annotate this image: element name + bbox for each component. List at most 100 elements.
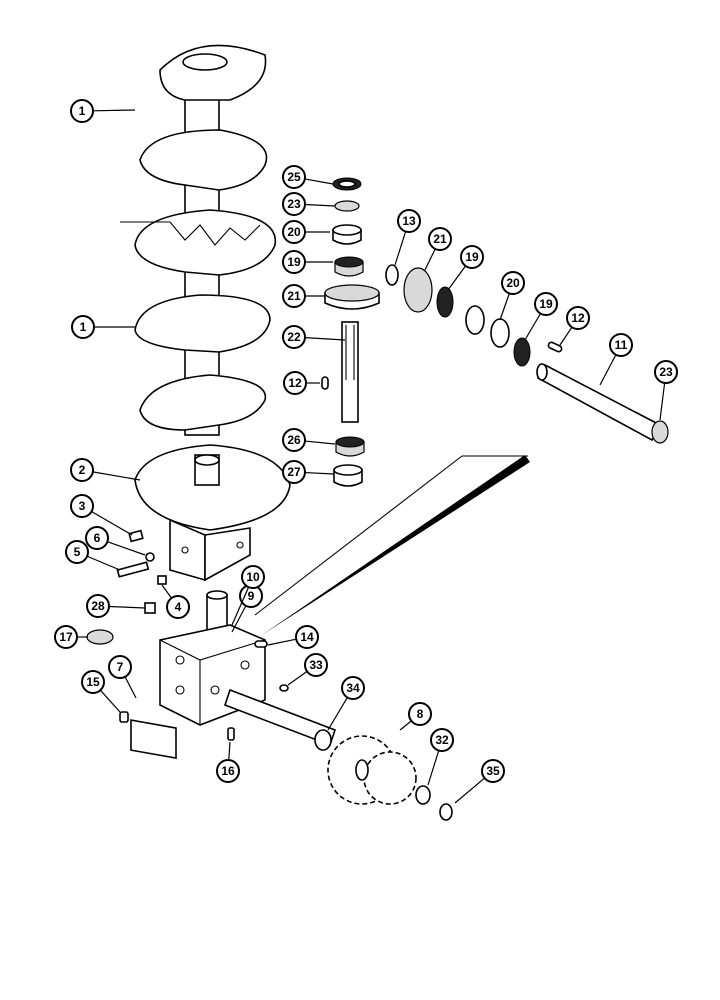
callout-12: 12 [559, 306, 590, 346]
callout-leader-line [499, 293, 510, 321]
disc-hub-top [194, 454, 220, 466]
projection-wedge [262, 455, 530, 635]
callout-number: 1 [79, 104, 86, 118]
callout-33: 33 [287, 653, 328, 686]
housing-bolt [175, 685, 185, 695]
pin-15 [119, 711, 129, 723]
callout-number: 27 [287, 465, 301, 479]
key-12b [547, 341, 563, 353]
callout-number: 13 [402, 214, 416, 228]
callout-leader-line [424, 248, 436, 271]
callout-19: 19 [524, 292, 558, 341]
callout-circle [304, 653, 328, 677]
bolt-3 [128, 529, 144, 543]
callout-circle [408, 702, 432, 726]
gear-21-top [324, 284, 380, 302]
callout-34: 34 [327, 676, 365, 731]
callout-14: 14 [267, 625, 319, 649]
callout-leader-line [454, 777, 485, 804]
callout-circle [428, 227, 452, 251]
cup-20b-1 [465, 305, 485, 335]
callout-20: 20 [282, 220, 330, 244]
callout-number: 21 [433, 232, 447, 246]
callout-circle [282, 460, 306, 484]
callout-leader-line [228, 741, 231, 761]
callout-number: 26 [287, 433, 301, 447]
cup-20b-2 [490, 318, 510, 348]
callout-leader-line [107, 541, 146, 556]
bearing-19c [513, 337, 531, 367]
callout-circle [65, 540, 89, 564]
callout-circle [282, 220, 306, 244]
callout-13: 13 [394, 209, 421, 266]
callout-circle [534, 292, 558, 316]
bolt-5 [116, 561, 150, 578]
shaft-11-end [536, 363, 548, 381]
callout-leader-line [92, 109, 136, 112]
shaft-11 [536, 363, 662, 442]
cup-23 [334, 200, 360, 212]
callout-circle [166, 595, 190, 619]
callout-circle [282, 192, 306, 216]
detail-projection-lines [254, 455, 530, 635]
callout-25: 25 [282, 165, 334, 189]
ring-35 [439, 803, 453, 821]
callout-15: 15 [81, 670, 121, 713]
callout-circle [283, 371, 307, 395]
callout-number: 3 [79, 499, 86, 513]
horizontal-shaft-parts [385, 264, 669, 444]
callout-number: 7 [117, 660, 124, 674]
auger-shaft-top [182, 53, 228, 71]
callout-8: 8 [399, 702, 432, 731]
callout-number: 12 [288, 376, 302, 390]
callout-1: 1 [70, 99, 136, 123]
callout-number: 21 [287, 289, 301, 303]
callout-circle [282, 165, 306, 189]
callout-2: 2 [70, 458, 141, 482]
callout-leader-line [447, 265, 467, 291]
callout-number: 19 [287, 255, 301, 269]
housing-bolt [210, 685, 220, 695]
seal-25-inner [338, 180, 356, 188]
callout-number: 19 [465, 250, 479, 264]
auger-flight-4 [134, 294, 271, 353]
callout-number: 23 [287, 197, 301, 211]
auger-flight-3 [134, 209, 277, 276]
callout-circle [282, 325, 306, 349]
callout-circle [609, 333, 633, 357]
callout-leader-line [124, 676, 137, 699]
bearing-26-top [335, 436, 365, 448]
pin-14 [254, 640, 268, 648]
callout-19: 19 [447, 245, 484, 291]
cup-27-top [333, 464, 363, 476]
callout-circle [70, 458, 94, 482]
callout-11: 11 [599, 333, 633, 386]
callout-circle [501, 271, 525, 295]
gear-21b [403, 267, 433, 313]
callout-1: 1 [71, 315, 135, 339]
pin-16 [227, 727, 235, 741]
callout-number: 28 [91, 599, 105, 613]
callout-leader-line [304, 203, 336, 207]
washer-6 [145, 552, 155, 562]
vertical-stack-parts [321, 177, 380, 487]
callout-leader-line [304, 337, 346, 341]
callout-leader-line [559, 326, 573, 346]
callout-leader-line [91, 510, 133, 536]
callout-5: 5 [65, 540, 121, 571]
bearing-19b [436, 286, 454, 318]
disc-mount-side [204, 527, 251, 582]
callout-22: 22 [282, 325, 346, 349]
callout-number: 9 [248, 589, 255, 603]
callout-leader-line [399, 720, 412, 731]
callout-circle [70, 494, 94, 518]
projection-line [254, 455, 463, 616]
callout-circle [481, 759, 505, 783]
callout-leader-line [524, 313, 541, 341]
callout-circle [282, 284, 306, 308]
callout-number: 6 [94, 531, 101, 545]
callout-23: 23 [654, 360, 678, 421]
callout-20: 20 [499, 271, 525, 321]
callout-number: 16 [221, 764, 235, 778]
